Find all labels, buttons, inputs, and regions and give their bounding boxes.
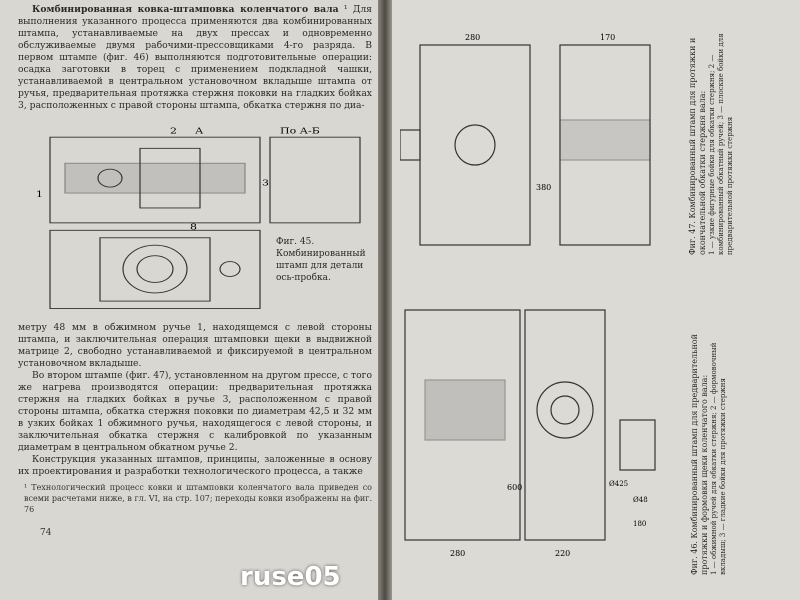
page-number: 74 [40,528,52,538]
label-1: 1 [36,190,43,199]
fig46-legend: 1 — обжимной ручей для обкатки стержня; … [710,342,727,575]
bottom-text: метру 48 мм в обжимном ручье 1, находяще… [18,322,372,478]
paragraph-4: Конструкция указанных штампов, принципы,… [18,454,372,477]
fig47-caption-text: Фиг. 47. Комбинированный штамп для протя… [688,37,707,255]
paragraph-1: ¹ Для выполнения указанного процесса при… [18,4,372,111]
dim-280: 280 [450,549,465,558]
figure-46-drawing: 600 280 220 Ø425 Ø48 180 [404,309,656,558]
top-text: Комбинированная ковка-штамповка коленчат… [18,4,372,112]
dim-220: 220 [555,549,570,558]
paragraph-2: метру 48 мм в обжимном ручье 1, находяще… [18,322,372,369]
left-page [0,0,382,600]
fig46-caption-text: Фиг. 46. Комбинированный штамп для предв… [690,334,709,575]
dim-280: 280 [465,33,480,42]
section-heading: Комбинированная ковка-штамповка коленчат… [32,4,339,15]
dim-600: 600 [507,483,522,492]
figure-45-drawing: По А-Б 2 А 1 3 8 [36,127,361,309]
dim-170: 170 [600,33,615,42]
dim-180: 180 [633,520,646,528]
dim-380: 380 [536,183,551,192]
label-2: 2 [170,127,177,136]
fig47-legend: 1 — узкие фигурные бойки для обкатки сте… [708,33,734,255]
label-8: 8 [190,223,197,232]
watermark-logo: ruse05 [240,562,341,592]
footnote: ¹ Технологический процесс ковки и штампо… [24,483,372,514]
figure-47-caption: Фиг. 47. Комбинированный штамп для протя… [688,25,735,255]
section-label: По А-Б [280,127,320,136]
figure-47-drawing: 280 380 170 [400,33,651,246]
book-gutter [378,0,392,600]
figure-46-caption: Фиг. 46. Комбинированный штамп для предв… [690,325,728,575]
paragraph-3: Во втором штампе (фиг. 47), установленно… [18,370,372,453]
right-page [388,0,800,600]
label-3: 3 [262,179,269,188]
dim-d425: Ø425 [609,480,628,488]
label-a: А [195,127,204,136]
dim-d48: Ø48 [633,496,648,504]
figure-45-caption: Фиг. 45. Комбинированный штамп для детал… [276,237,366,283]
